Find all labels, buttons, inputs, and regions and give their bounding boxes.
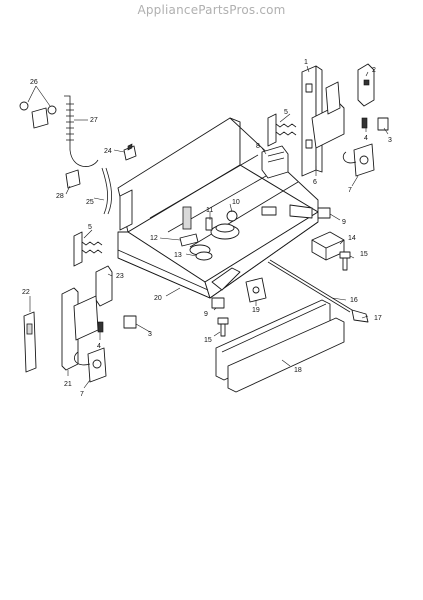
callout-28: 28 <box>56 193 64 200</box>
callout-11: 11 <box>206 207 213 214</box>
part-16-rod[interactable] <box>267 261 351 313</box>
part-8-bracket[interactable] <box>261 145 289 179</box>
callout-18: 18 <box>294 367 302 374</box>
part-5-spring-left[interactable] <box>73 231 103 267</box>
part-17-cap[interactable] <box>351 309 369 323</box>
callout-9: 9 <box>342 219 346 226</box>
callout-1: 1 <box>304 59 308 66</box>
callout-3: 3 <box>388 137 392 144</box>
part-9-clip-right[interactable] <box>317 207 331 219</box>
part-21-bracket[interactable] <box>61 287 99 371</box>
callout-labels: 1 2 3 4 5 6 7 8 9 10 11 12 13 14 15 16 1… <box>22 59 392 398</box>
callout-21: 21 <box>64 381 72 388</box>
part-3-clip-top[interactable] <box>377 117 389 131</box>
callout-4: 4 <box>364 135 368 142</box>
callout-4-lower: 4 <box>97 343 101 350</box>
callout-15-lower: 15 <box>204 337 212 344</box>
part-7-arm-top[interactable] <box>342 143 375 177</box>
base-tub[interactable] <box>117 117 319 299</box>
part-18-kickplate[interactable] <box>215 299 345 393</box>
part-4-screw-lower[interactable] <box>97 321 104 333</box>
callout-2: 2 <box>372 67 376 74</box>
part-23-hinge[interactable] <box>95 265 113 307</box>
part-28-clip[interactable] <box>65 169 81 189</box>
part-24-clip[interactable] <box>123 143 137 161</box>
callout-8: 8 <box>256 143 260 150</box>
callout-24: 24 <box>104 148 112 155</box>
part-4-screw-top[interactable] <box>361 117 368 129</box>
part-6-mount[interactable] <box>311 81 345 149</box>
leader-lines <box>27 65 389 389</box>
callout-6: 6 <box>313 179 317 186</box>
part-15-bolt-lower[interactable] <box>217 317 229 337</box>
part-15-bolt-right[interactable] <box>339 251 351 271</box>
callout-15: 15 <box>360 251 368 258</box>
callout-12: 12 <box>150 235 158 242</box>
part-25-hose[interactable] <box>101 167 108 215</box>
callout-26: 26 <box>30 79 38 86</box>
callout-9-lower: 9 <box>204 311 208 318</box>
part-5-spring-top[interactable] <box>267 113 297 147</box>
part-11-valve[interactable] <box>205 217 213 231</box>
callout-5: 5 <box>284 109 288 116</box>
callout-27: 27 <box>90 117 98 124</box>
part-9-clip-lower[interactable] <box>211 297 225 309</box>
callout-20: 20 <box>154 295 162 302</box>
callout-16: 16 <box>350 297 358 304</box>
part-22-strip[interactable] <box>23 311 37 373</box>
callout-10: 10 <box>232 199 240 206</box>
watermark: AppliancePartsPros.com <box>137 3 286 17</box>
callout-3-lower: 3 <box>148 331 152 338</box>
part-19-clamp[interactable] <box>245 277 267 303</box>
part-14-box[interactable] <box>311 231 345 261</box>
part-13-float[interactable] <box>195 251 213 261</box>
callout-22: 22 <box>22 289 30 296</box>
part-3-clip-lower[interactable] <box>123 315 137 329</box>
callout-17: 17 <box>374 315 382 322</box>
part-2-hinge[interactable] <box>357 63 375 107</box>
part-26-clamps[interactable] <box>19 101 57 129</box>
part-10-fitting[interactable] <box>226 210 238 222</box>
part-27-drain-hose[interactable] <box>64 95 99 167</box>
callout-7: 7 <box>348 187 352 194</box>
callout-23: 23 <box>116 273 124 280</box>
callout-19: 19 <box>252 307 260 314</box>
part-12-hose[interactable] <box>179 233 199 247</box>
callout-14: 14 <box>348 235 356 242</box>
callout-7-lower: 7 <box>80 391 84 398</box>
callout-5-left: 5 <box>88 224 92 231</box>
callout-25: 25 <box>86 199 94 206</box>
callout-13: 13 <box>174 252 182 259</box>
part-7-arm-lower[interactable] <box>74 347 107 383</box>
